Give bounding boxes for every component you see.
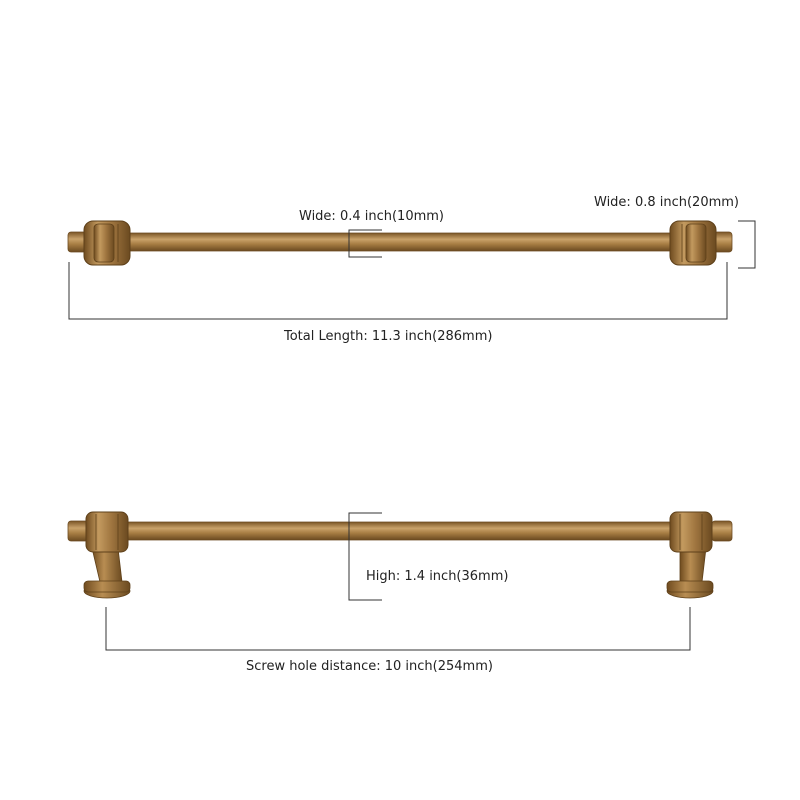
- total-length-label: Total Length: 11.3 inch(286mm): [283, 329, 492, 344]
- side-view: High: 1.4 inch(36mm) Screw hole distance…: [67, 511, 733, 674]
- screw-hole-bracket: [105, 607, 691, 651]
- bar-width-bracket: [348, 229, 382, 258]
- height-label: High: 1.4 inch(36mm): [366, 569, 508, 584]
- knob-width-label: Wide: 0.8 inch(20mm): [594, 195, 739, 210]
- total-length-bracket: [68, 262, 728, 320]
- handle-top-view: [67, 220, 733, 266]
- top-view: Wide: 0.4 inch(10mm) Wide: 0.8 inch(20mm…: [67, 195, 756, 344]
- screw-hole-distance-label: Screw hole distance: 10 inch(254mm): [246, 659, 493, 674]
- knob-width-bracket: [738, 220, 756, 269]
- handle-side-view: [67, 511, 733, 599]
- height-bracket: [348, 512, 382, 601]
- dimension-lines-side: [105, 512, 691, 651]
- bar-width-label: Wide: 0.4 inch(10mm): [299, 209, 444, 224]
- dimension-lines-top: [68, 220, 756, 320]
